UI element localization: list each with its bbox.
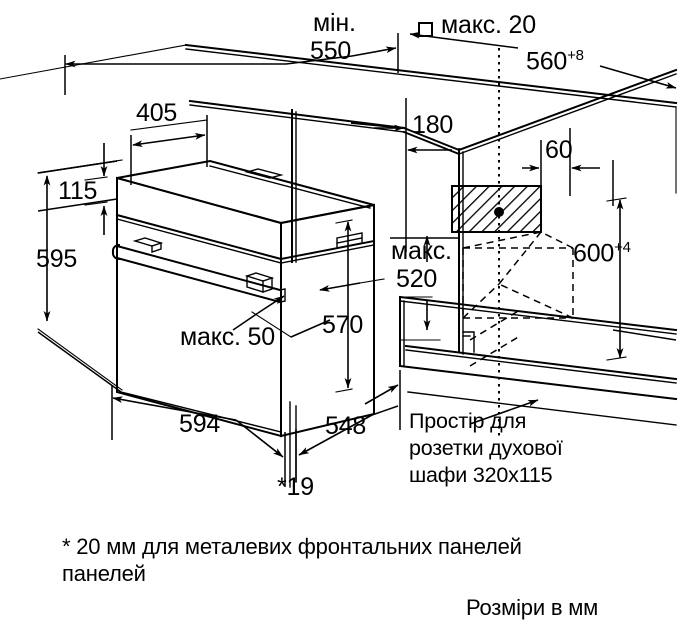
dimension-max-50 bbox=[232, 278, 385, 338]
dimension-600 bbox=[606, 160, 677, 361]
label-560-tolerance: +8 bbox=[567, 47, 584, 64]
dimension-594 bbox=[111, 385, 286, 487]
label-570: 570 bbox=[322, 311, 364, 339]
label-min-550-prefix: мін. bbox=[313, 9, 356, 37]
dimension-min-550 bbox=[0, 33, 399, 95]
label-548: 548 bbox=[325, 412, 367, 440]
label-595: 595 bbox=[36, 245, 78, 273]
label-max-20: макс. 20 bbox=[441, 11, 536, 39]
dimension-405 bbox=[130, 115, 208, 185]
dimension-60 bbox=[522, 128, 600, 196]
label-600-value: 600 bbox=[573, 239, 615, 268]
label-600-tolerance: +4 bbox=[614, 239, 631, 256]
square-symbol-icon bbox=[418, 22, 433, 37]
label-405: 405 bbox=[136, 99, 178, 127]
label-max-prefix: макс. bbox=[391, 237, 452, 265]
dimension-max-520 bbox=[390, 235, 460, 341]
dimension-570 bbox=[335, 219, 353, 393]
label-60: 60 bbox=[545, 136, 573, 164]
socket-note-line-1: Простір для bbox=[409, 409, 527, 433]
label-min-550-value: 550 bbox=[310, 37, 352, 65]
label-560: 560+8 bbox=[526, 47, 584, 76]
units-note: Розміри в мм bbox=[466, 595, 599, 620]
label-560-value: 560 bbox=[526, 47, 568, 76]
oven-body bbox=[111, 159, 376, 438]
label-max-50: макс. 50 bbox=[180, 323, 275, 351]
dimension-560 bbox=[409, 31, 677, 89]
socket-note-line-2: розетки духової bbox=[409, 436, 563, 460]
socket-note-leader bbox=[469, 399, 539, 425]
label-594: 594 bbox=[179, 410, 221, 438]
footnote-line-1: * 20 мм для металевих фронтальних панеле… bbox=[62, 534, 522, 559]
label-180: 180 bbox=[412, 111, 454, 139]
label-max-520: 520 bbox=[396, 265, 438, 293]
footnote-line-2: панелей bbox=[62, 561, 146, 586]
label-19: *19 bbox=[277, 473, 314, 501]
dimension-180 bbox=[374, 98, 460, 252]
label-115: 115 bbox=[58, 177, 98, 205]
socket-note-line-3: шафи 320х115 bbox=[409, 463, 553, 487]
cabinet-outline bbox=[184, 43, 678, 426]
dimension-19 bbox=[289, 401, 297, 488]
socket-recess-hatch bbox=[451, 185, 542, 233]
label-600: 600+4 bbox=[573, 239, 631, 268]
dimension-595 bbox=[37, 159, 123, 393]
hidden-construction-lines bbox=[462, 48, 574, 440]
